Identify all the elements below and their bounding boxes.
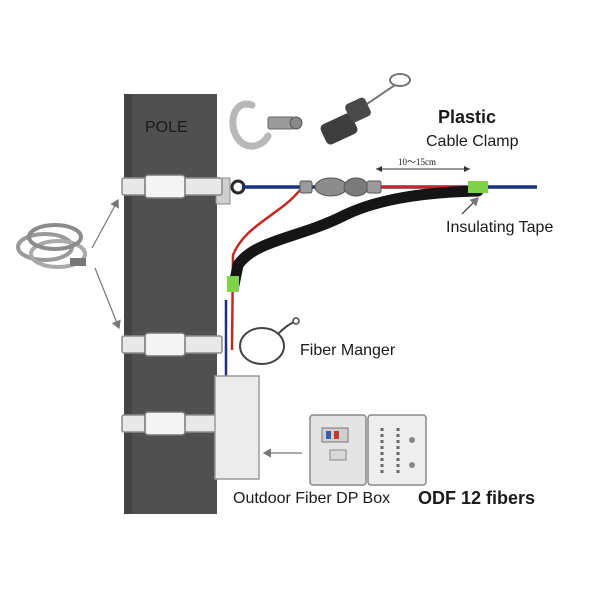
hook-clamp-icon [229, 100, 303, 150]
pole-label: POLE [145, 119, 188, 136]
cable-clamp-inline [299, 177, 382, 197]
pole [124, 94, 217, 514]
red-fiber-down [230, 189, 301, 351]
insulating-tape-top [468, 181, 488, 193]
fiber-manger-label: Fiber Manger [300, 342, 396, 359]
plastic-label: Plastic [438, 107, 497, 127]
insulating-tape-label: Insulating Tape [446, 219, 554, 236]
black-cable [228, 185, 484, 291]
odf-label: ODF 12 fibers [418, 488, 536, 508]
distance-label: 10～15cm [398, 157, 436, 167]
insulating-tape-pole [227, 276, 239, 292]
hose-clamps-icon [16, 223, 87, 269]
cable-clamp-label: Cable Clamp [426, 133, 519, 150]
pole-strap-top [121, 174, 223, 199]
fiber-manager-icon [239, 317, 300, 365]
pole-strap-middle [121, 332, 223, 357]
plastic-clamp-icon [320, 73, 411, 145]
dp-box [214, 375, 260, 480]
pole-strap-bottom [121, 411, 223, 436]
dp-box-label: Outdoor Fiber DP Box [233, 490, 391, 507]
odf-box-icon [309, 414, 427, 486]
